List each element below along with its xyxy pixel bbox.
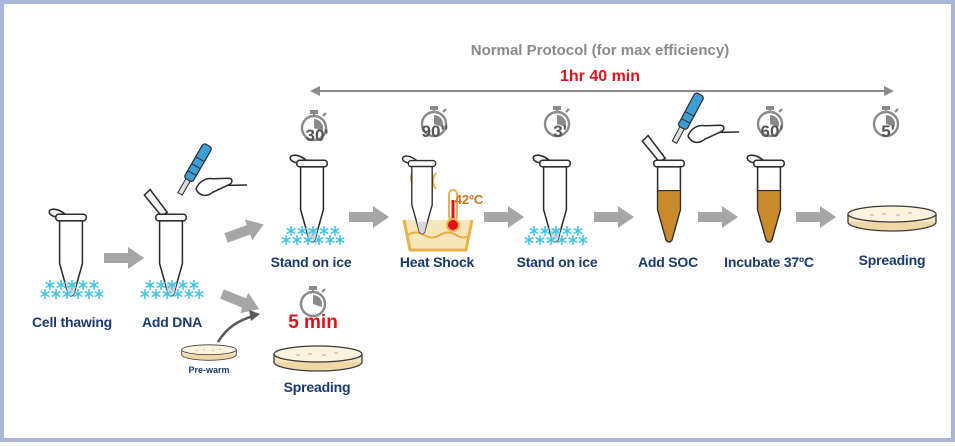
arrow-icon	[698, 206, 738, 228]
ice-crystal-icon	[329, 225, 341, 237]
protocol-diagram	[39, 86, 937, 372]
ice-crystal-icon	[93, 288, 105, 300]
protocol-title: Normal Protocol (for max efficiency)	[470, 42, 730, 59]
thermometer-icon	[446, 189, 460, 232]
step-7-tube	[746, 154, 785, 243]
pipette-hand-icon	[177, 143, 212, 196]
ice-crystal-icon	[177, 279, 189, 291]
step-label-stand-on-ice-2: Stand on ice	[516, 254, 598, 270]
ice-crystal-icon	[88, 279, 100, 291]
ice-crystal-icon	[83, 288, 95, 300]
petri-dish-icon	[847, 205, 937, 232]
ice-crystal-icon	[285, 225, 297, 237]
curved-arrow-head-icon	[249, 310, 260, 321]
arrow-icon	[796, 206, 836, 228]
timer-label-stand-on-ice-2: 3'	[553, 122, 567, 141]
ice-crystal-icon	[318, 225, 330, 237]
timer-label-stand-on-ice: 30'	[305, 126, 329, 145]
ice-crystal-icon	[139, 288, 151, 300]
protocol-span-arrow	[310, 86, 894, 96]
step-label-add-dna: Add DNA	[141, 314, 203, 330]
ice-crystal-icon	[193, 288, 205, 300]
ice-crystal-icon	[77, 279, 89, 291]
curved-arrow-icon	[216, 314, 255, 343]
ice-crystal-icon	[280, 234, 292, 246]
ice-crystal-icon	[291, 234, 303, 246]
step-label-heat-shock: Heat Shock	[399, 254, 475, 270]
step-label-stand-on-ice: Stand on ice	[270, 254, 352, 270]
arrow-icon	[222, 213, 268, 249]
ice-crystal-icon	[50, 288, 62, 300]
arrow-icon	[104, 247, 144, 269]
arrow-icon	[349, 206, 389, 228]
ice-crystal-icon	[324, 234, 336, 246]
step-2-tube	[143, 188, 187, 297]
ice-crystal-icon	[567, 234, 579, 246]
ice-crystal-icon	[39, 288, 51, 300]
step-label-add-soc: Add SOC	[637, 254, 699, 270]
timer-label-incubate: 60'	[760, 122, 784, 141]
step-6-tube	[641, 134, 685, 243]
prewarm-label: Pre-warm	[188, 365, 230, 375]
ice-crystal-icon	[144, 279, 156, 291]
ice-crystal-icon	[150, 288, 162, 300]
protocol-total-time: 1hr 40 min	[559, 68, 641, 85]
ice-crystal-icon	[523, 234, 535, 246]
petri-dish-icon	[273, 345, 363, 372]
fast-protocol-time: 5 min	[288, 312, 338, 333]
ice-crystal-icon	[528, 225, 540, 237]
petri-dish-icon	[181, 344, 237, 361]
ice-crystal-icon	[183, 288, 195, 300]
hand-icon	[193, 163, 248, 207]
ice-crystal-icon	[577, 234, 589, 246]
arrow-icon	[594, 206, 634, 228]
arrow-icon	[484, 206, 524, 228]
step-label-spreading: Spreading	[858, 252, 926, 268]
step-4-tube	[401, 155, 437, 235]
ice-crystal-icon	[561, 225, 573, 237]
ice-crystal-icon	[534, 234, 546, 246]
fast-step-label-spreading: Spreading	[283, 379, 351, 395]
hand-icon	[685, 110, 740, 154]
heat-shock-temperature: 42ºC	[454, 192, 484, 207]
ice-crystal-icon	[44, 279, 56, 291]
step-label-cell-thawing: Cell thawing	[31, 314, 113, 330]
step-label-incubate: Incubate 37ºC	[724, 254, 814, 270]
pipette-hand-icon	[671, 92, 704, 144]
timer-label-heat-shock: 90"	[421, 122, 449, 141]
ice-crystal-icon	[572, 225, 584, 237]
ice-crystal-icon	[334, 234, 346, 246]
timer-label-spreading: 5'	[881, 122, 895, 141]
ice-crystal-icon	[188, 279, 200, 291]
